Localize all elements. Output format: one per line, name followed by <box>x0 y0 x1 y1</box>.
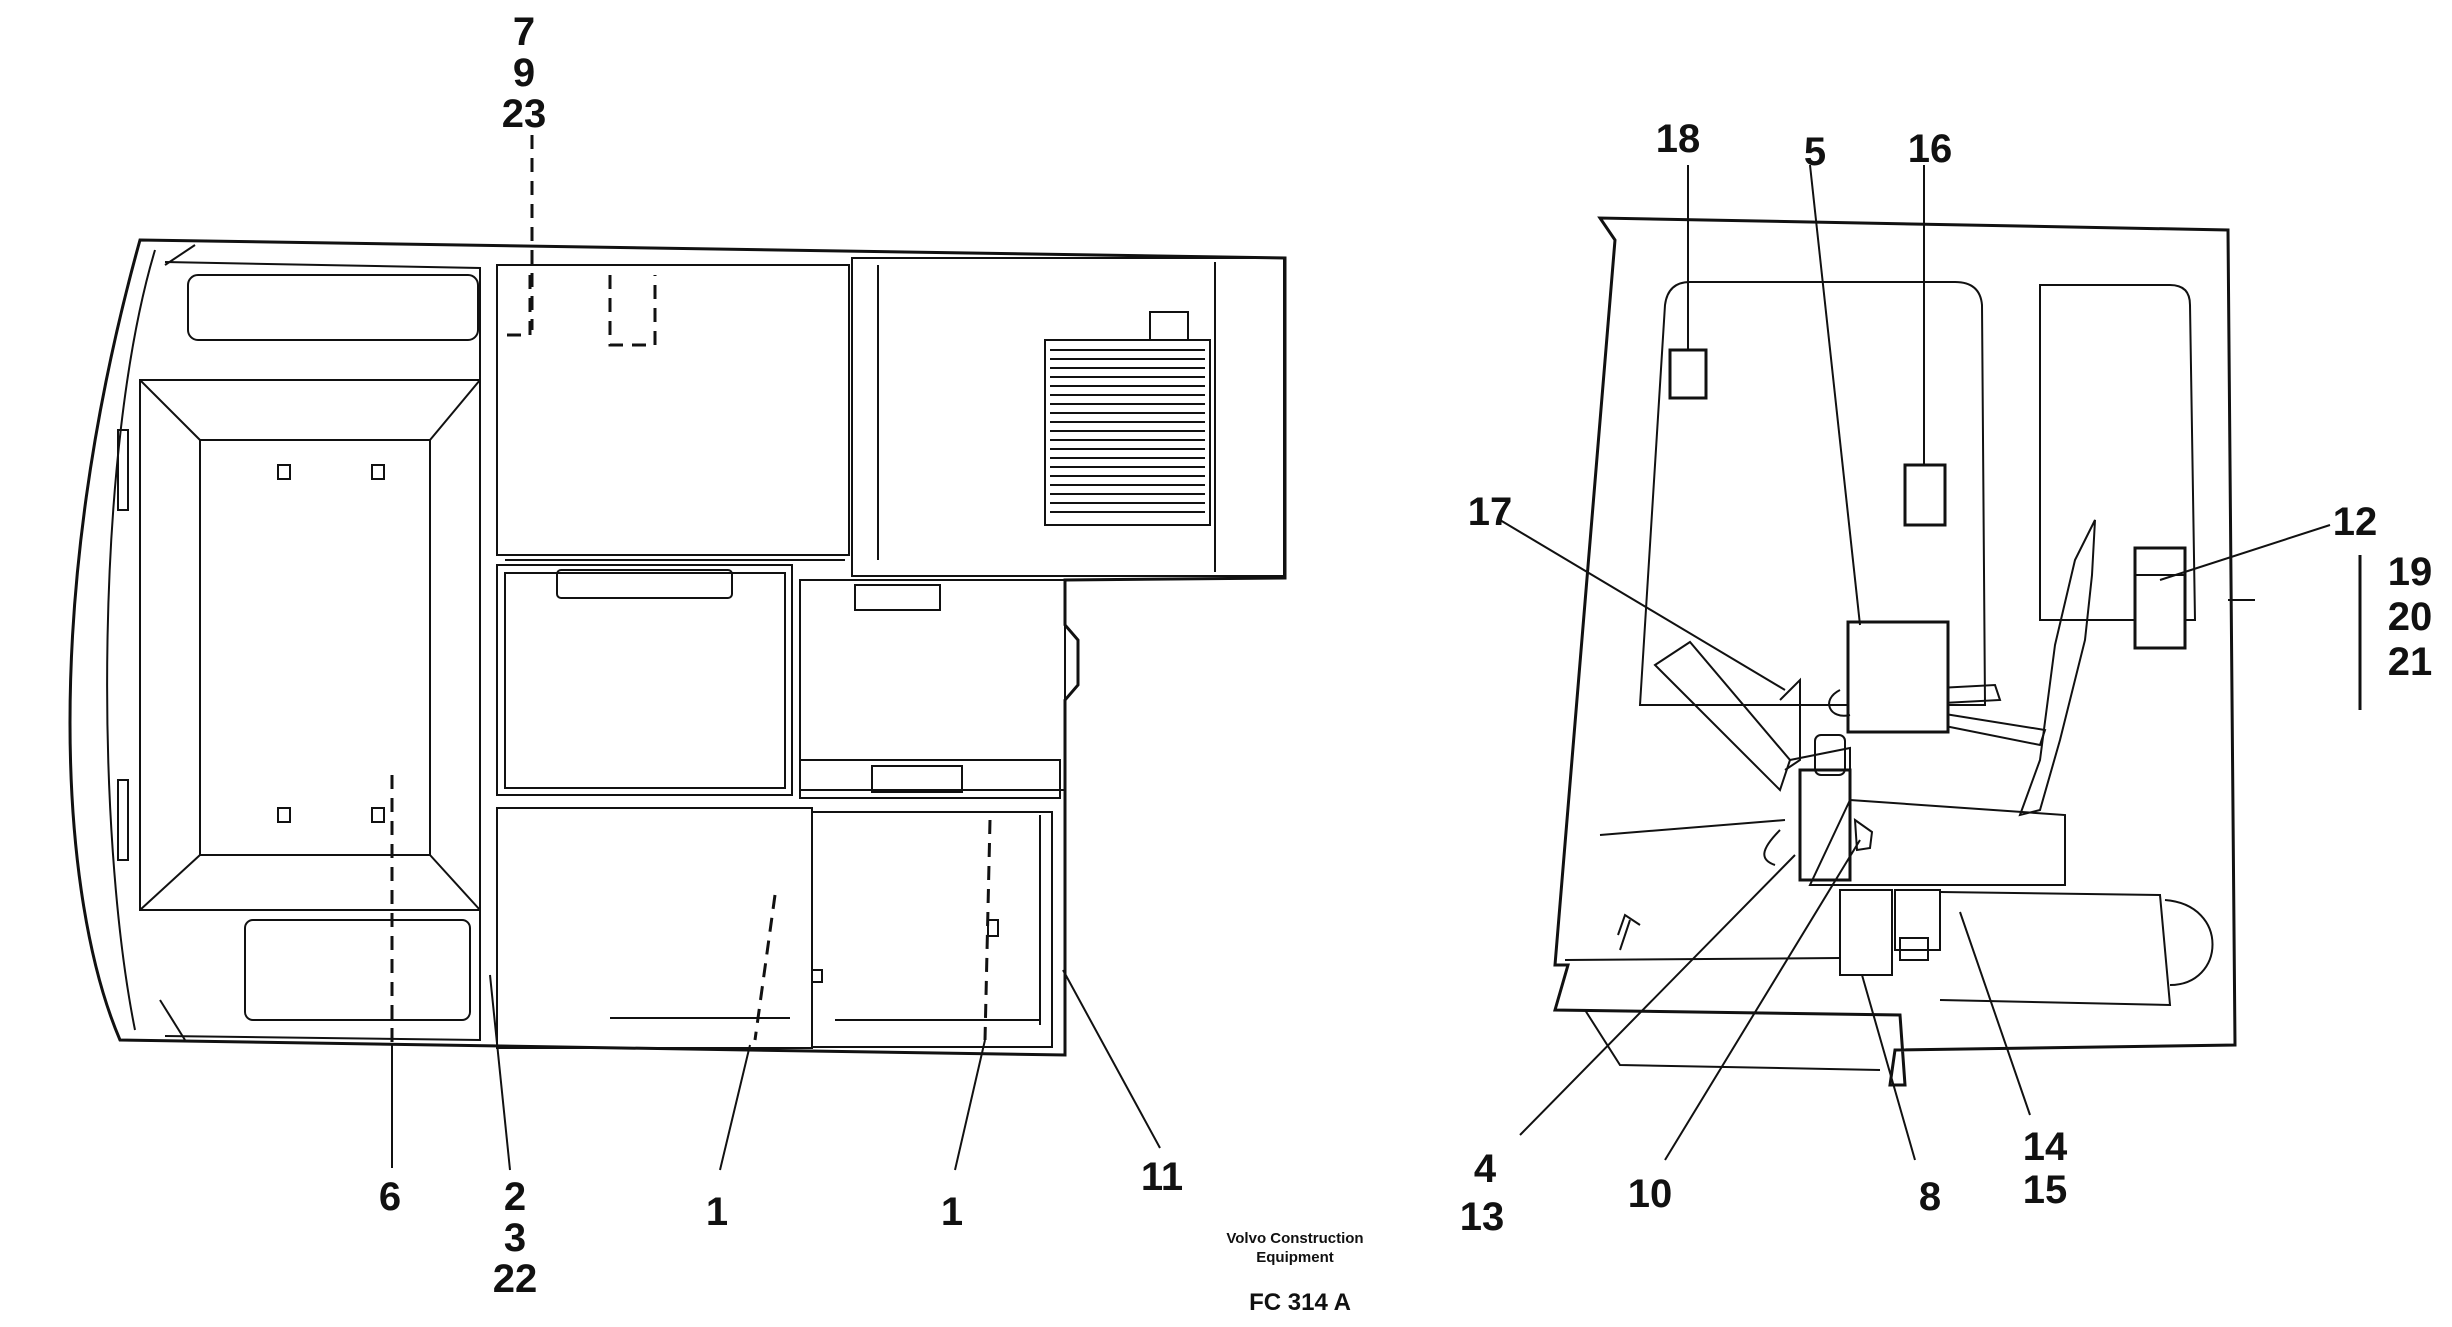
label-5: 5 <box>1804 130 1826 174</box>
label-1-left: 1 <box>706 1190 728 1234</box>
label-13: 13 <box>1460 1195 1505 1239</box>
label-15: 15 <box>2023 1168 2068 1212</box>
label-17: 17 <box>1468 490 1513 534</box>
top-view <box>68 135 1287 1171</box>
label-7: 7 <box>513 10 535 54</box>
label-19: 19 <box>2388 550 2433 594</box>
maker-line-1: Volvo Construction <box>1226 1230 1363 1247</box>
figure-code: FC 314 A <box>1249 1289 1351 1316</box>
label-9: 9 <box>513 51 535 95</box>
part-18-panel <box>1668 348 1708 400</box>
callout-labels: 7 9 23 6 2 3 22 1 1 11 18 5 16 17 12 19 … <box>379 10 2432 1301</box>
label-2: 2 <box>504 1175 526 1219</box>
label-4: 4 <box>1474 1147 1497 1191</box>
control-console <box>1599 640 2066 886</box>
label-8: 8 <box>1919 1175 1941 1219</box>
radiator-grille <box>1044 311 1211 526</box>
part-12-bracket <box>2133 546 2187 650</box>
label-12: 12 <box>2333 500 2378 544</box>
label-21: 21 <box>2388 640 2433 684</box>
label-14: 14 <box>2023 1125 2068 1169</box>
cab-outline <box>1553 216 2237 1087</box>
top-view-outline <box>68 238 1287 1057</box>
label-20: 20 <box>2388 595 2433 639</box>
side-view <box>1499 164 2362 1161</box>
cab-floor <box>1564 889 2214 1071</box>
label-22: 22 <box>493 1257 538 1301</box>
label-23: 23 <box>502 92 547 136</box>
label-1-right: 1 <box>941 1190 963 1234</box>
footer: Volvo Construction Equipment FC 314 A <box>1226 1230 1363 1316</box>
label-3: 3 <box>504 1216 526 1260</box>
maker-line-2: Equipment <box>1256 1249 1334 1266</box>
label-10: 10 <box>1628 1172 1673 1216</box>
label-16: 16 <box>1908 127 1953 171</box>
part-16-panel <box>1903 463 1947 527</box>
storage-tray <box>139 379 481 1045</box>
part-5-box <box>1846 620 1950 734</box>
label-11: 11 <box>1141 1155 1183 1199</box>
label-6: 6 <box>379 1175 401 1219</box>
label-18: 18 <box>1656 117 1701 161</box>
